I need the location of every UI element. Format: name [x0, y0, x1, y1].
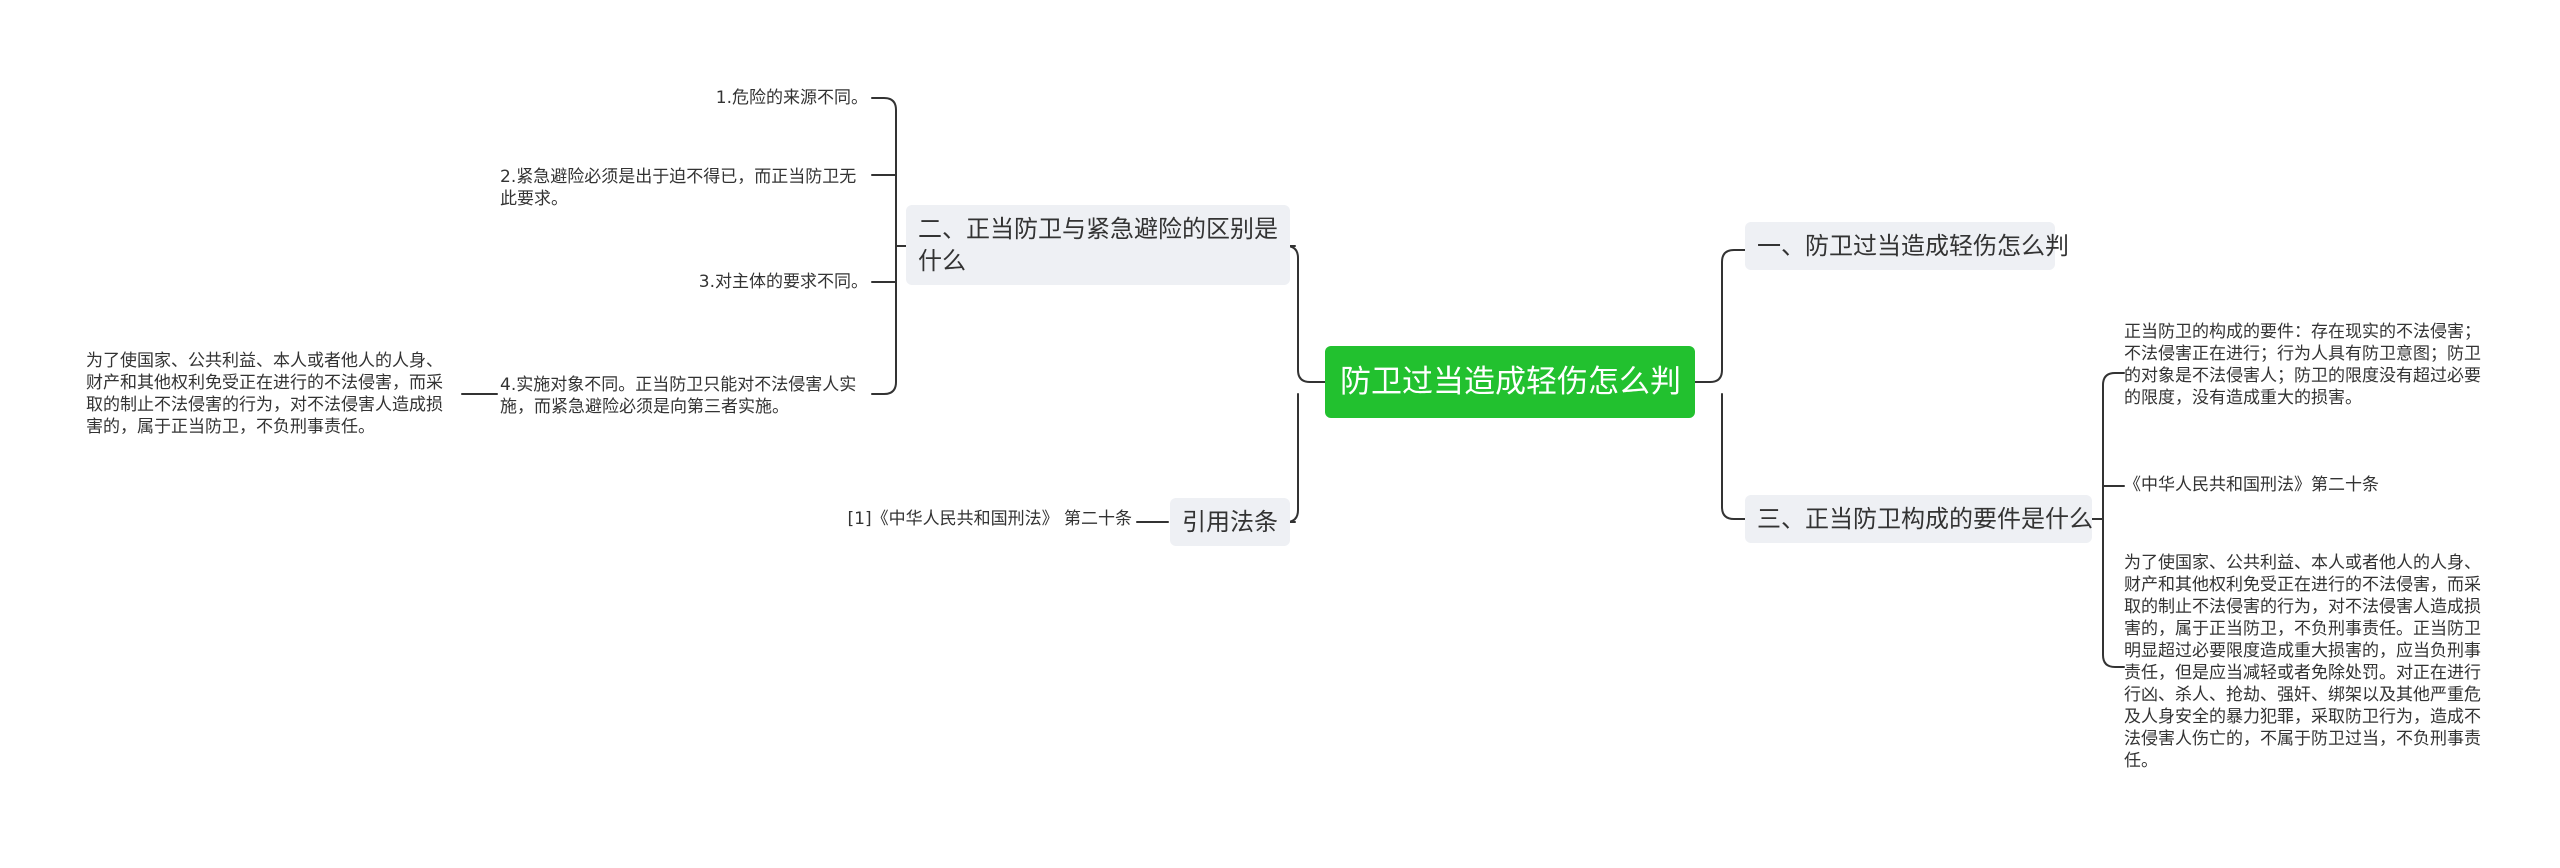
leaf-diff-1: 1.危险的来源不同。 [715, 88, 868, 108]
leaf-q3-2: 《中华人民共和国刑法》第二十条 [2124, 475, 2379, 495]
leaf-q3-1: 正当防卫的构成的要件：存在现实的不法侵害；不法侵害正在进行；行为人具有防卫意图；… [2124, 322, 2481, 408]
leaf-diff-2: 2.紧急避险必须是出于迫不得已，而正当防卫无此要求。 [500, 167, 857, 209]
leaf-diff-3: 3.对主体的要求不同。 [698, 272, 868, 292]
branch-q3[interactable]: 三、正当防卫构成的要件是什么 [1745, 495, 2093, 543]
link-q3-bracket [2091, 372, 2125, 668]
branch-diff[interactable]: 二、正当防卫与紧急避险的区别是什么 [906, 205, 1290, 285]
leaf-q3-3: 为了使国家、公共利益、本人或者他人的人身、财产和其他权利免受正在进行的不法侵害，… [2124, 553, 2481, 771]
root-topic[interactable]: 防卫过当造成轻伤怎么判 [1325, 346, 1695, 418]
branch-q1[interactable]: 一、防卫过当造成轻伤怎么判 [1745, 222, 2069, 270]
link-diff-bracket [871, 97, 907, 395]
leaf-cite-1: [1]《中华人民共和国刑法》 第二十条 [847, 509, 1132, 529]
link-root-left [1285, 245, 1326, 523]
leaf-diff-subnote: 为了使国家、公共利益、本人或者他人的人身、财产和其他权利免受正在进行的不法侵害，… [86, 351, 443, 437]
link-root-right [1694, 249, 1746, 520]
branch-cite[interactable]: 引用法条 [1170, 498, 1290, 546]
leaf-diff-4: 4.实施对象不同。正当防卫只能对不法侵害人实施，而紧急避险必须是向第三者实施。 [500, 375, 857, 417]
